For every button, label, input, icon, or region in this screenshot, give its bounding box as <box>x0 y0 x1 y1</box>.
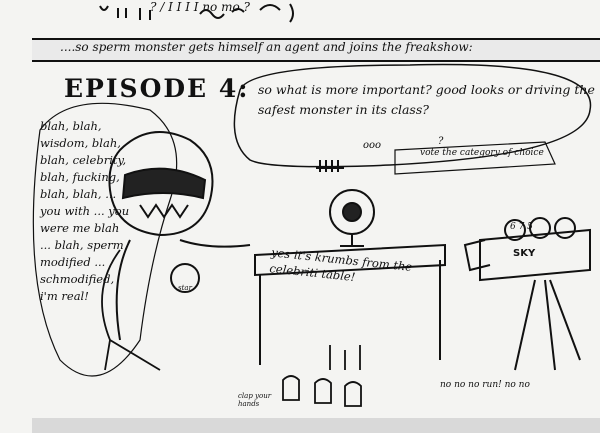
monologue-bubble <box>32 102 178 377</box>
top-scribble-text: ? / I I I I no mo ? <box>150 0 250 14</box>
speech-bubble <box>233 63 592 168</box>
whiteboard-caption: vote the category of choice <box>420 148 544 158</box>
bottom-strip <box>32 418 600 433</box>
sign-text: clap your hands <box>238 392 272 408</box>
sperm-monster <box>108 131 251 341</box>
crowd-murmur: no no no run! no no <box>440 380 530 390</box>
banner-caption: ....so sperm monster gets himself an age… <box>60 40 473 54</box>
speech-bubble-text: so what is more important? good looks or… <box>258 82 595 117</box>
camera-label: SKY <box>513 248 536 259</box>
eyeball-character <box>316 160 375 247</box>
side-monologue: blah, blah, wisdom, blah, blah, celebrit… <box>40 119 130 303</box>
tv-camera <box>463 217 591 371</box>
whiteboard-mark: ? <box>438 136 444 147</box>
audience <box>282 345 362 407</box>
badge-text: star <box>178 284 192 292</box>
banner-stripe <box>32 38 600 62</box>
chair <box>101 249 161 371</box>
celebrity-table <box>254 243 446 365</box>
top-scribbles <box>99 3 294 23</box>
camera-lens-digits: 6 7 5 <box>510 222 533 232</box>
episode-title: EPISODE 4: <box>64 74 250 103</box>
whiteboard <box>394 141 556 175</box>
eye-count: ooo <box>363 140 382 151</box>
